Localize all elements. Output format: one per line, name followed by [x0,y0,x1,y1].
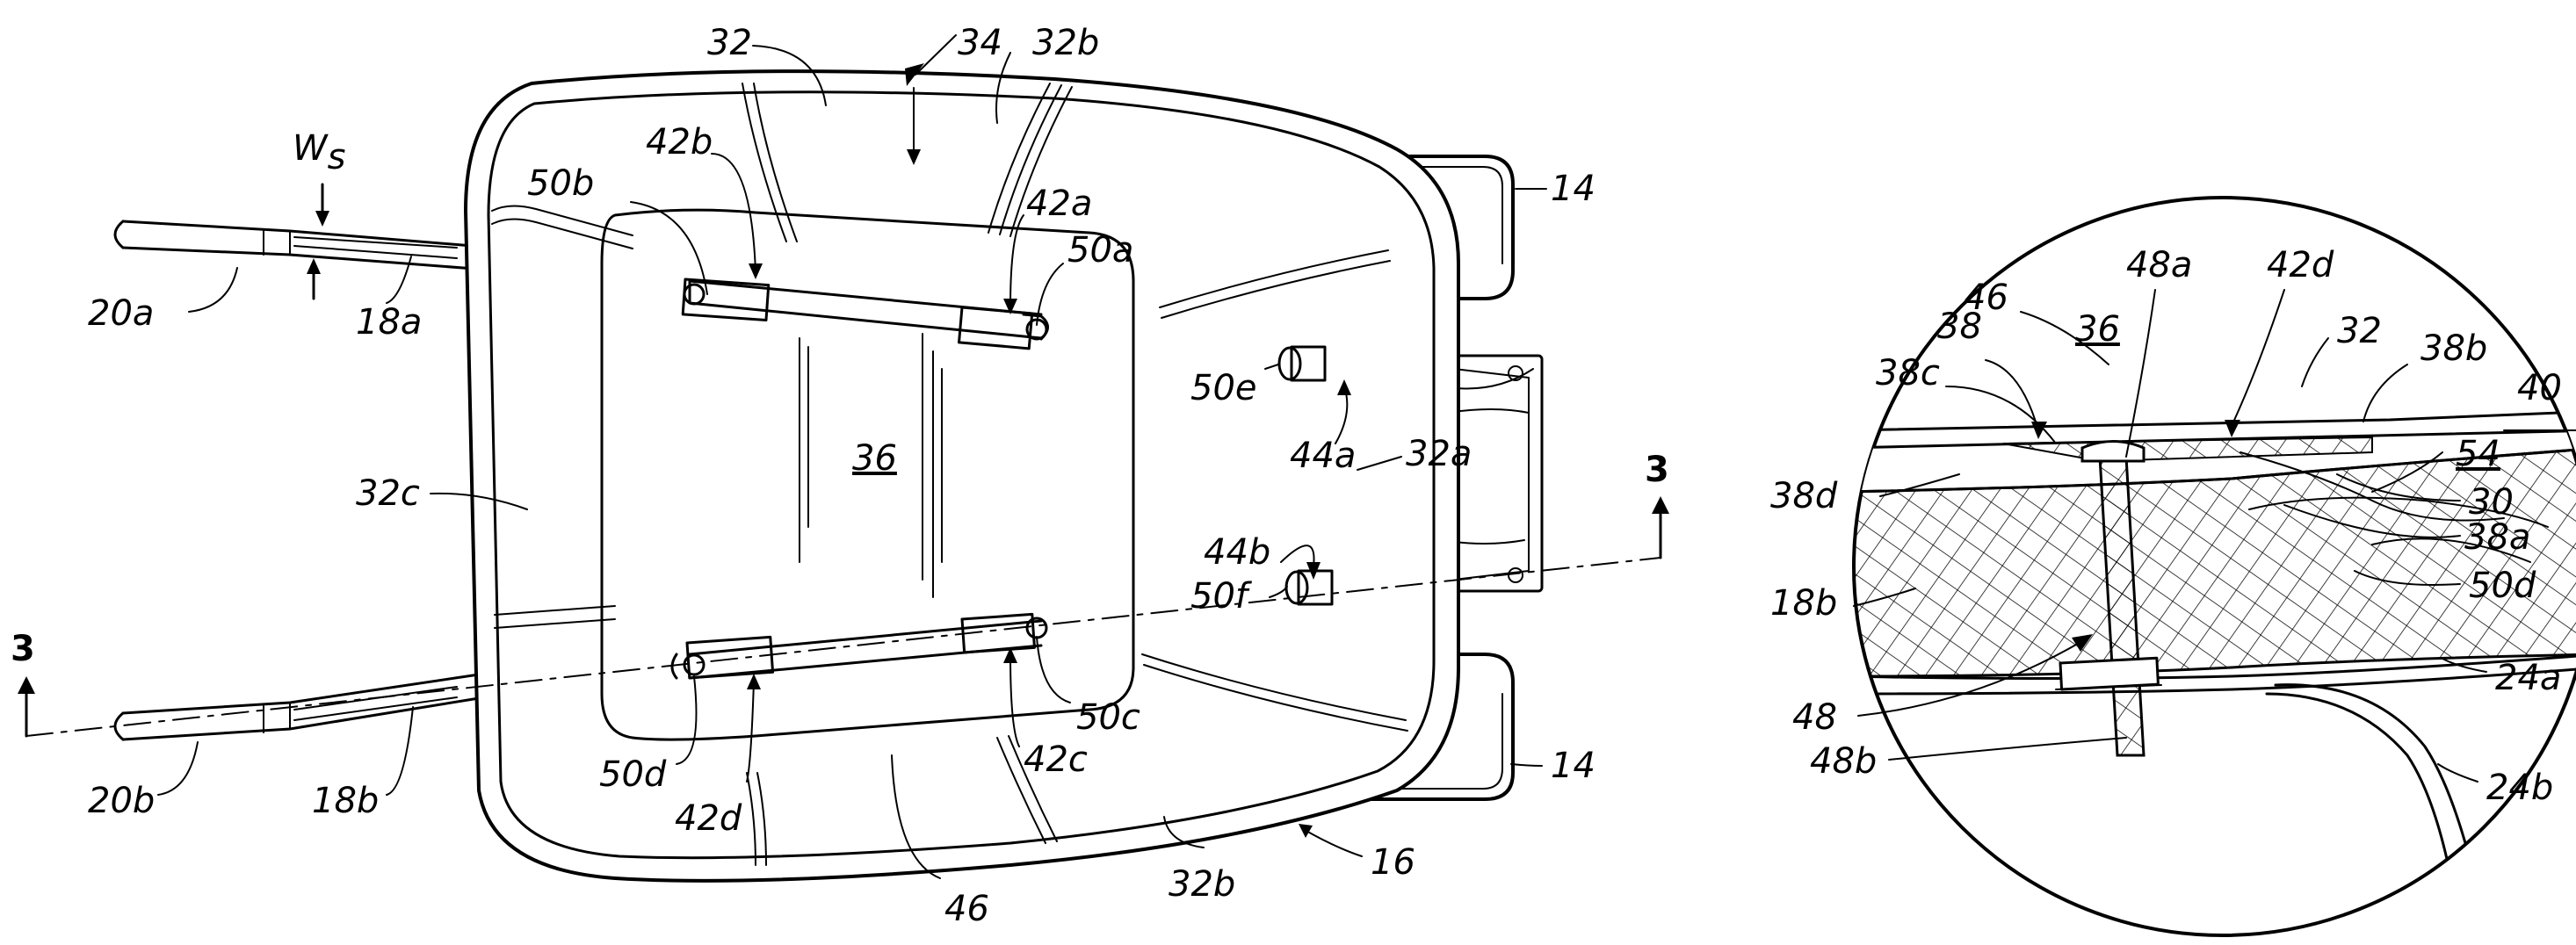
label-38b: 38b [2420,328,2487,369]
label-42b: 42b [646,122,713,162]
label-18b: 18b [312,781,379,821]
label-38c: 38c [1876,353,1940,393]
label-14-bottom: 14 [1551,746,1596,786]
label-48a: 48a [2126,245,2192,285]
label-36-detail: 36 [2075,309,2120,350]
label-18b-detail: 18b [1770,583,1837,624]
label-32b-top: 32b [1032,23,1099,63]
label-48b: 48b [1810,741,1877,782]
label-ws: Ws [293,128,345,177]
label-46-main: 46 [944,889,989,929]
label-42a: 42a [1026,184,1092,224]
label-50b: 50b [527,163,594,204]
detail-section-view: 48a 42d 46 36 32 38 38b 38c 40 54 38d 30… [1770,198,2576,935]
ws-dimension [307,184,329,299]
label-18a: 18a [356,302,422,343]
label-50e: 50e [1190,368,1257,408]
label-32-detail: 32 [2337,311,2382,351]
label-32b-bottom: 32b [1169,864,1235,905]
label-24b: 24b [2486,768,2553,808]
label-20b: 20b [88,781,155,821]
label-16: 16 [1371,842,1415,883]
label-32a: 32a [1406,434,1472,474]
label-24a: 24a [2495,658,2561,698]
label-42d: 42d [675,798,742,839]
label-3-right: 3 [1645,450,1669,490]
label-50d-detail: 50d [2469,566,2536,606]
label-34: 34 [958,23,1002,63]
label-44b: 44b [1204,532,1270,573]
label-3-left: 3 [11,629,35,669]
section-arrow-left [18,676,35,736]
label-42c: 42c [1024,739,1088,780]
label-32c: 32c [356,473,420,514]
label-44a: 44a [1290,436,1356,476]
label-50d: 50d [599,754,667,795]
handle-upper [115,221,474,269]
label-32-top: 32 [707,23,752,63]
label-36-main: 36 [852,438,897,479]
label-50a: 50a [1067,230,1133,271]
wheelbarrow-top-view: 32 34 32b 42b 50b 42a 50a 14 Ws 20a 18a … [11,23,1669,929]
label-48: 48 [1792,697,1837,738]
label-38a: 38a [2464,517,2530,558]
label-50c: 50c [1076,697,1140,738]
label-20a: 20a [88,293,154,334]
label-40: 40 [2517,368,2562,408]
label-54: 54 [2456,434,2500,474]
label-50f: 50f [1190,576,1253,617]
label-42d-detail: 42d [2267,245,2334,285]
label-38d: 38d [1770,476,1838,516]
label-14-top: 14 [1551,169,1596,209]
section-arrow-right [1652,496,1669,558]
label-38: 38 [1937,307,1982,347]
